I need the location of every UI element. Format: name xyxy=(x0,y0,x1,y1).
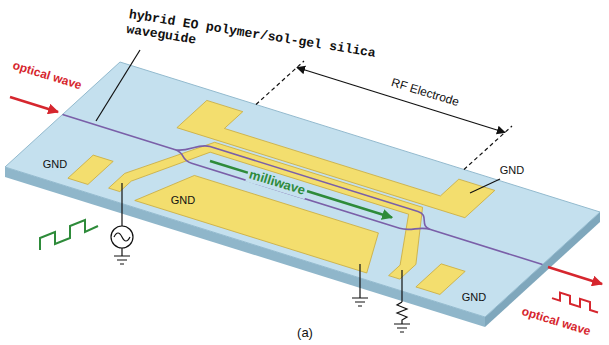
ground-label: GND xyxy=(500,164,524,177)
ground-pad xyxy=(416,264,465,295)
wire xyxy=(121,248,122,256)
chip-top-face xyxy=(5,62,600,317)
modulated-pulse-wave xyxy=(552,293,598,313)
dimension-arrow xyxy=(297,68,505,133)
ground-symbol xyxy=(352,298,368,306)
leader-line xyxy=(96,50,140,121)
optical-output-label: optical wave xyxy=(520,305,592,339)
wire xyxy=(401,270,402,302)
electrode-length-label: RF Electrode xyxy=(389,76,460,110)
optical-output-arrow xyxy=(548,267,602,284)
ac-source-symbol xyxy=(114,233,130,241)
wire xyxy=(359,264,360,298)
optical-waveguide xyxy=(56,104,554,271)
figure-caption: (a) xyxy=(297,326,313,341)
optical-input-arrow xyxy=(10,97,58,112)
material-callout: hybrid EO polymer/sol-gel silica wavegui… xyxy=(125,8,384,78)
signal-electrode xyxy=(109,129,465,279)
wire xyxy=(121,183,122,226)
ground-pad xyxy=(68,155,113,184)
chip-surface xyxy=(11,70,591,311)
resistor-symbol xyxy=(397,302,407,324)
dimension-line xyxy=(256,61,304,105)
ground-label: GND xyxy=(460,291,488,304)
optical-input-label: optical wave xyxy=(11,59,83,93)
ground-symbol xyxy=(394,324,410,332)
ac-source-symbol xyxy=(111,226,133,248)
ground-symbol xyxy=(114,256,130,264)
drive-signal-wave xyxy=(40,220,98,250)
leader-line xyxy=(470,179,500,193)
milliwave-arrow xyxy=(210,161,392,218)
ground-label: GND xyxy=(169,194,197,207)
ground-label: GND xyxy=(41,158,69,171)
